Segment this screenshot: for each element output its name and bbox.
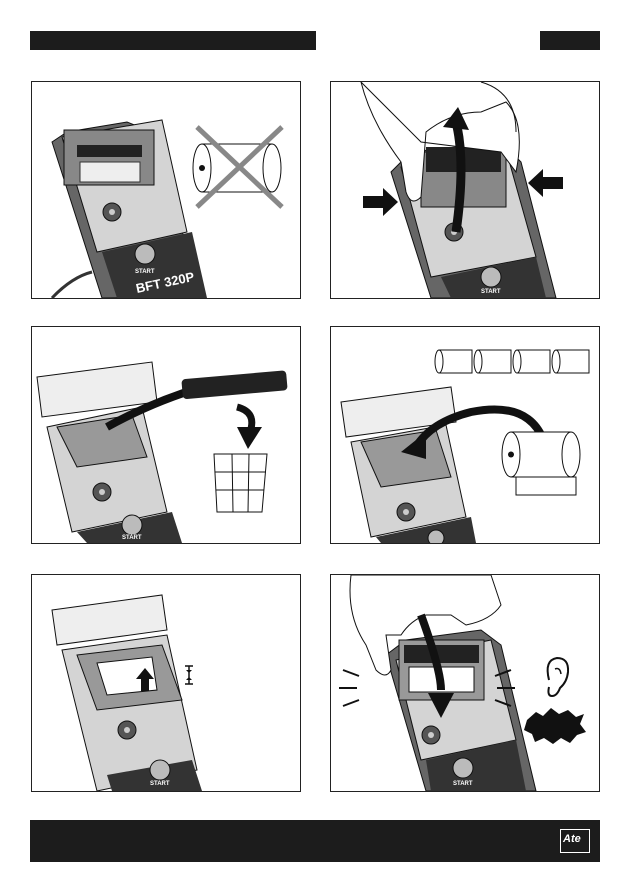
step-panel-5: START <box>31 574 301 792</box>
start-label: START <box>150 781 170 787</box>
start-label: START <box>122 535 142 541</box>
step-panel-3: START <box>31 326 301 544</box>
start-label: START <box>135 269 155 275</box>
brand-mark: Ate <box>563 833 581 845</box>
start-label: START <box>453 781 473 787</box>
start-label: START <box>481 289 501 295</box>
brand-logo: Ate <box>560 829 590 853</box>
step-panel-6: START <box>330 574 600 792</box>
header-bar-left <box>30 31 316 50</box>
step-panel-2: START <box>330 81 600 299</box>
header-bar-right <box>540 31 600 50</box>
footer-bar: Ate <box>30 820 600 862</box>
step-panel-1: START BFT 320P <box>31 81 301 299</box>
step-panel-4 <box>330 326 600 544</box>
